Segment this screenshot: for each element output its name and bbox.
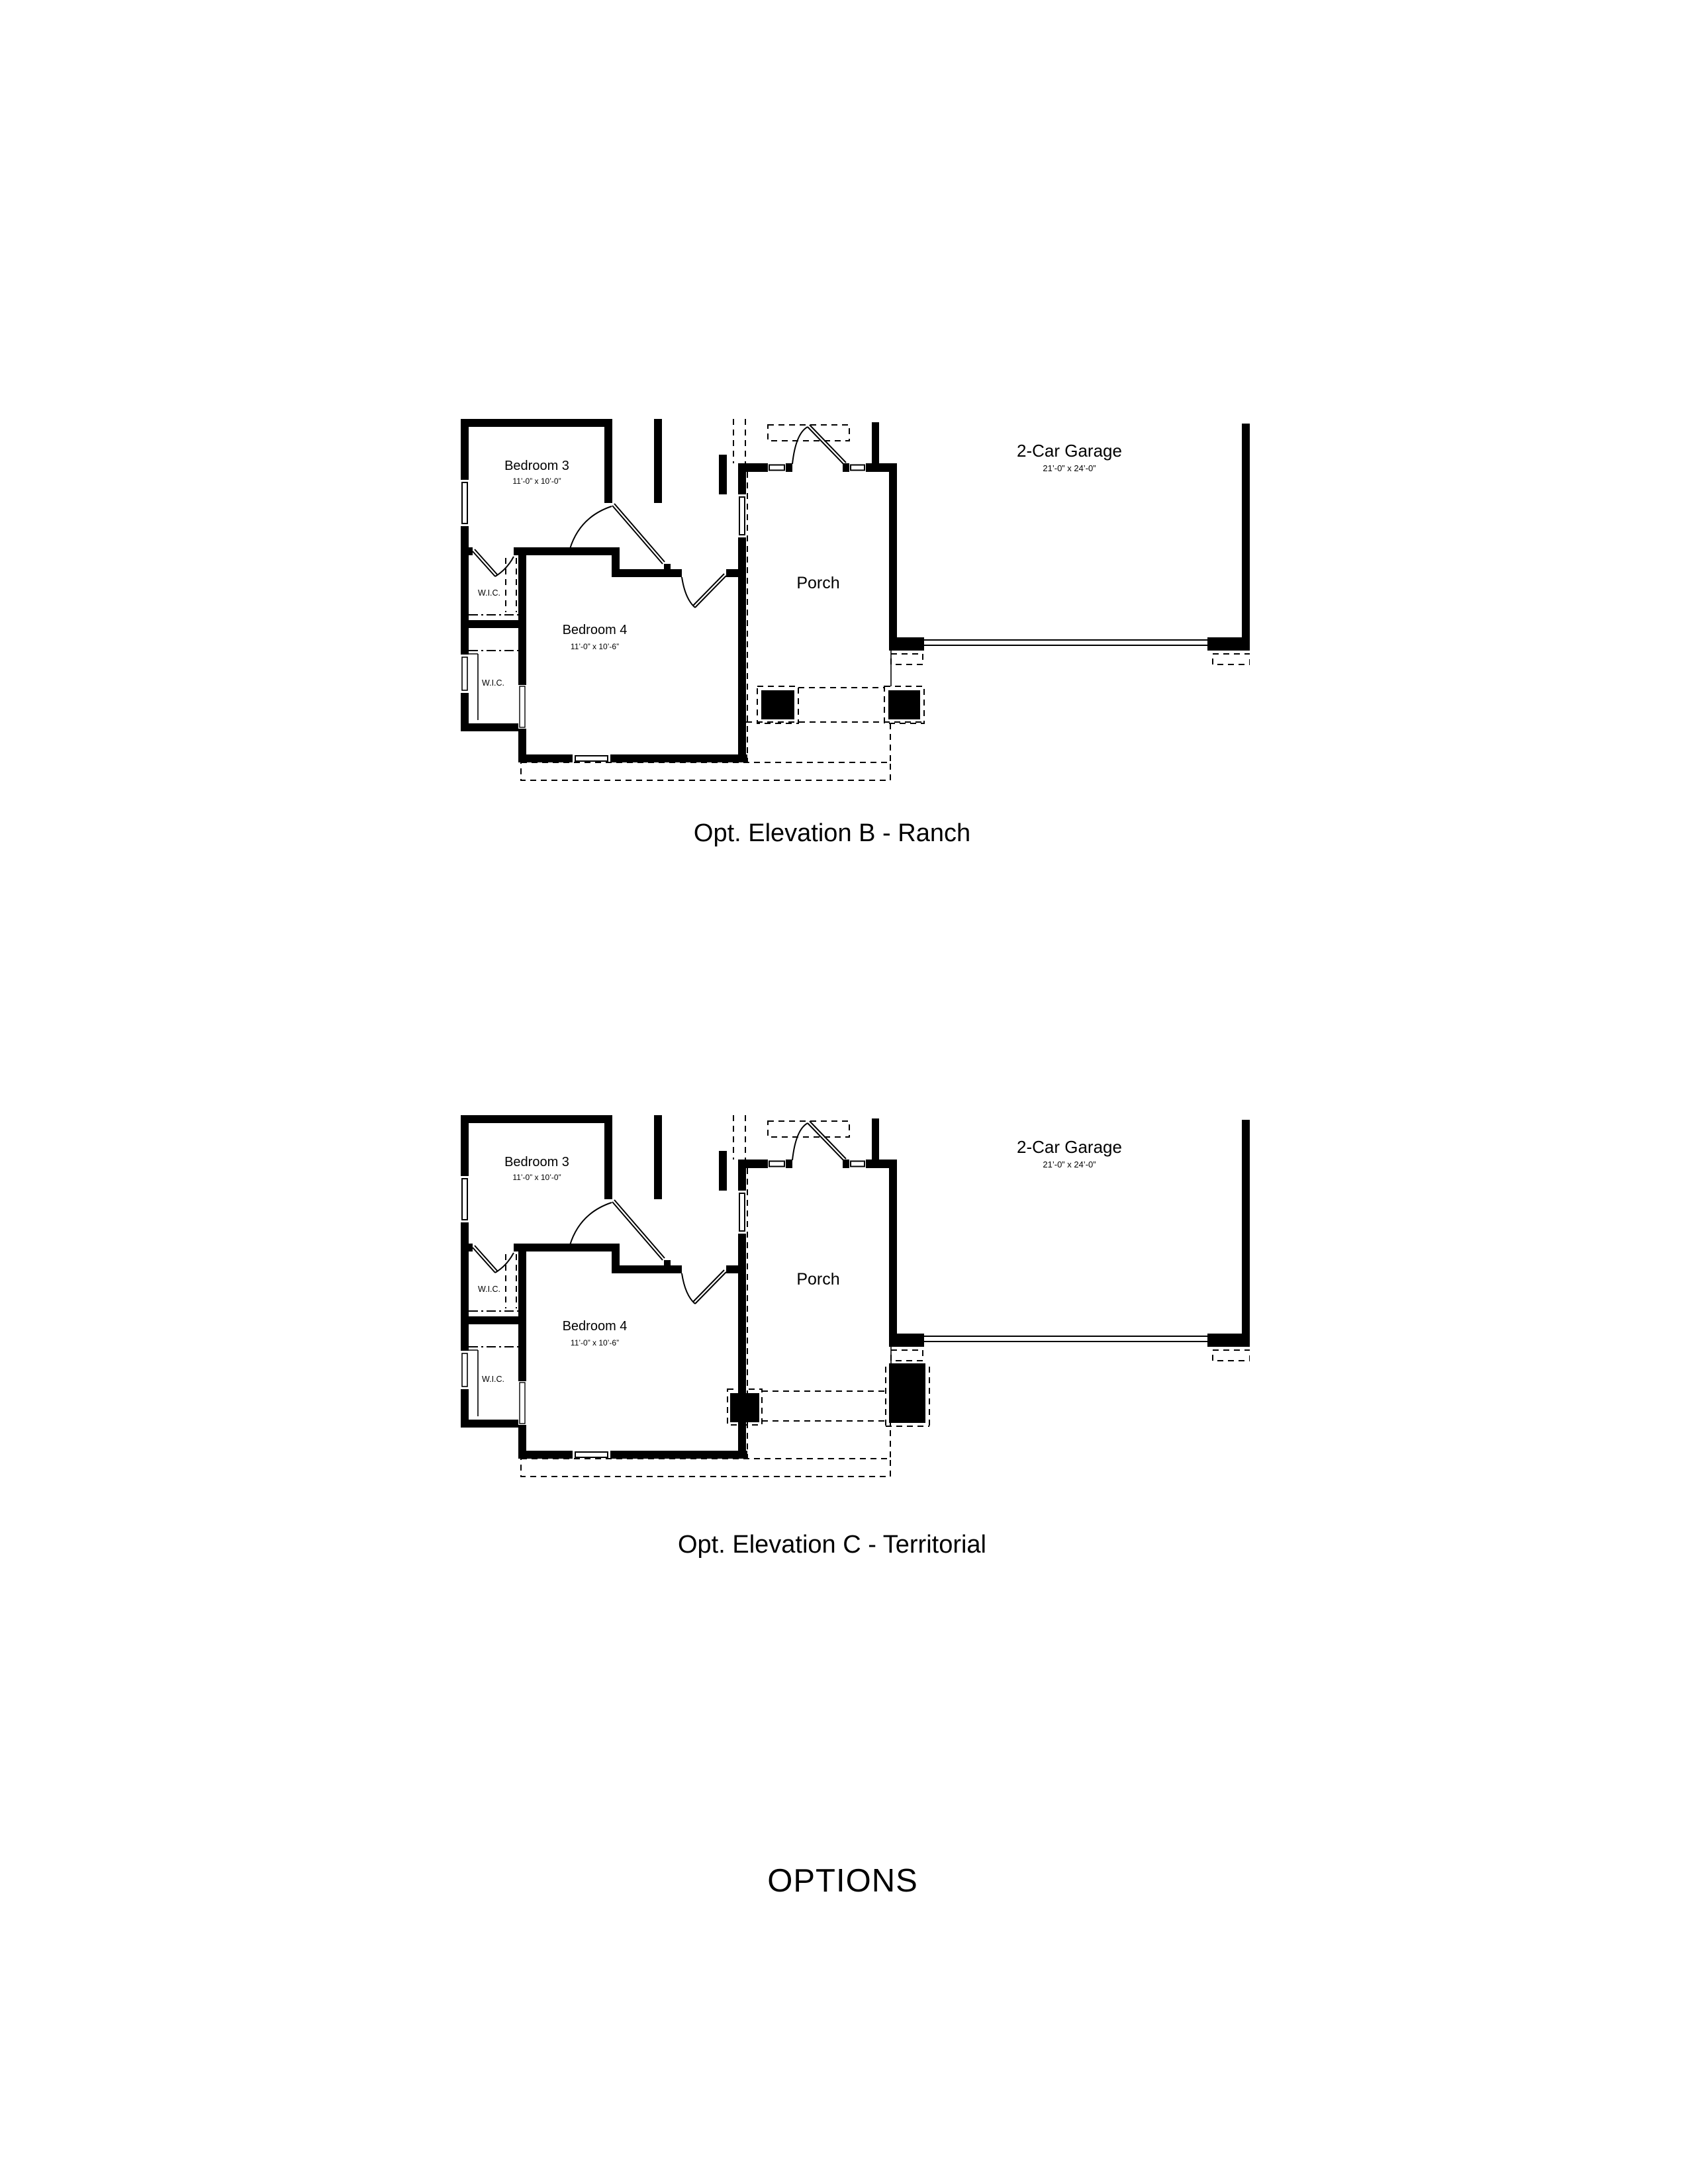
bedroom3-label: Bedroom 3	[504, 1155, 569, 1169]
garage-door	[890, 639, 1207, 686]
floor-plan-drawing-b	[461, 419, 1250, 781]
options-section-title: OPTIONS	[767, 1863, 918, 1899]
door-swings	[472, 1120, 847, 1304]
door-swings	[472, 424, 847, 608]
bedroom3-dims: 11’-0” x 10’-0”	[512, 477, 561, 486]
wic-lower-label: W.I.C.	[481, 678, 505, 688]
garage-dims: 21’-0” x 24’-0”	[1043, 463, 1096, 473]
closet-shelf-lines	[469, 1349, 479, 1416]
wic-upper-label: W.I.C.	[477, 1285, 501, 1294]
bedroom4-label: Bedroom 4	[562, 1319, 628, 1334]
windows	[461, 463, 866, 762]
wic-lower-label: W.I.C.	[481, 1375, 505, 1384]
bedroom3-label: Bedroom 3	[504, 459, 569, 473]
garage-label: 2-Car Garage	[1017, 1137, 1122, 1157]
caption-elevation-b: Opt. Elevation B - Ranch	[693, 819, 971, 847]
bedroom4-dims: 11’-0” x 10’-6”	[570, 1338, 620, 1347]
bedroom4-label: Bedroom 4	[562, 623, 628, 637]
porch-label: Porch	[796, 574, 840, 592]
closet-shelf-lines	[469, 653, 479, 720]
windows	[461, 1160, 866, 1459]
roof-and-slab-dashed-lines	[469, 1115, 1250, 1477]
garage-label: 2-Car Garage	[1017, 441, 1122, 461]
roof-and-slab-dashed-lines	[469, 419, 1250, 781]
porch-columns-territorial	[727, 1363, 930, 1427]
floor-plan-drawing-c	[461, 1115, 1250, 1477]
garage-door	[890, 1336, 1207, 1383]
porch-label: Porch	[796, 1270, 840, 1289]
floor-plan-elevation-c: Bedroom 3 11’-0” x 10’-0” Bedroom 4 11’-…	[461, 1115, 1250, 1486]
bedroom4-dims: 11’-0” x 10’-6”	[570, 642, 620, 651]
wic-upper-label: W.I.C.	[477, 588, 501, 598]
caption-elevation-c: Opt. Elevation C - Territorial	[677, 1531, 987, 1559]
porch-columns-ranch	[746, 686, 925, 724]
floor-plan-elevation-b: Bedroom 3 11’-0” x 10’-0” Bedroom 4 11’-…	[461, 419, 1250, 790]
bedroom3-dims: 11’-0” x 10’-0”	[512, 1173, 561, 1182]
garage-dims: 21’-0” x 24’-0”	[1043, 1160, 1096, 1169]
